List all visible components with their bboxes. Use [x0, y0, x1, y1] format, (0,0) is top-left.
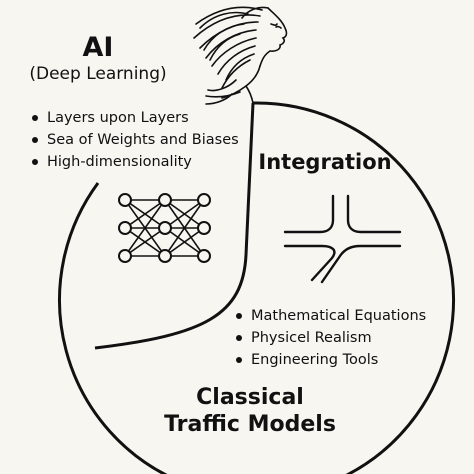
list-item: High-dimensionality: [30, 151, 239, 173]
outer-circle: [58, 101, 456, 474]
classical-title-line2: Traffic Models: [164, 412, 336, 437]
dividing-curve: [94, 102, 255, 350]
classical-title: Classical Traffic Models: [120, 384, 380, 438]
classical-bullet-list: Mathematical Equations Physicel Realism …: [234, 305, 426, 371]
classical-title-line1: Classical: [196, 385, 304, 410]
mermaid-figure-illustration: [193, 6, 288, 105]
list-item: Mathematical Equations: [234, 305, 426, 327]
integration-title: Integration: [258, 150, 392, 174]
neural-network-icon: [118, 193, 211, 263]
ai-title: AI: [82, 32, 114, 63]
list-item: Physicel Realism: [234, 327, 426, 349]
ai-subtitle: (Deep Learning): [29, 64, 167, 84]
list-item: Engineering Tools: [234, 349, 426, 371]
road-junction-icon: [283, 194, 402, 284]
ai-bullet-list: Layers upon Layers Sea of Weights and Bi…: [30, 107, 239, 173]
list-item: Layers upon Layers: [30, 107, 239, 129]
list-item: Sea of Weights and Biases: [30, 129, 239, 151]
